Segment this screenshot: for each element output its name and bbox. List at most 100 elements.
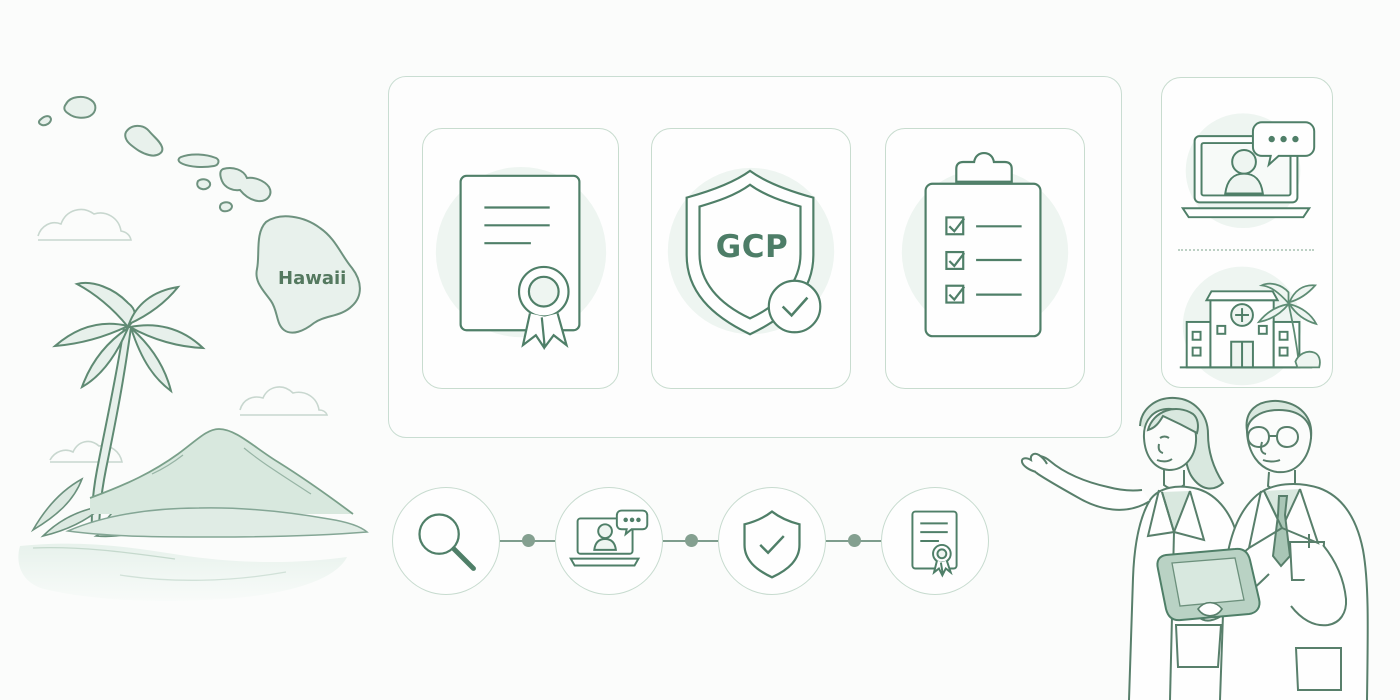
hospital-roof bbox=[1204, 290, 1280, 302]
mini-laptop-base bbox=[569, 557, 641, 567]
process-step-certify[interactable] bbox=[881, 487, 989, 595]
laptop-video-call-icon bbox=[569, 509, 649, 567]
shore-line-2 bbox=[119, 571, 287, 581]
island-oahu bbox=[124, 124, 164, 157]
mini-certificate-seal-inner bbox=[936, 548, 948, 560]
chat-dot-1 bbox=[1268, 135, 1275, 143]
male-face bbox=[1245, 408, 1313, 474]
mini-chat-dot-1 bbox=[623, 517, 628, 523]
certificate-card[interactable] bbox=[422, 128, 619, 389]
mountain-ridge-1 bbox=[151, 454, 184, 475]
magnifying-glass-lens bbox=[418, 513, 460, 555]
male-glasses-right bbox=[1275, 425, 1300, 449]
clipboard-checklist-icon bbox=[924, 151, 1042, 338]
certificate-card-art bbox=[435, 166, 607, 351]
small-palm-frond-3 bbox=[1256, 302, 1291, 324]
certificate-ribbon-right bbox=[540, 313, 569, 350]
map-label-hawaii: Hawaii bbox=[278, 268, 347, 289]
female-mouth bbox=[1156, 458, 1173, 463]
mini-certificate-ribbon-right bbox=[939, 560, 953, 578]
hospital-building-icon bbox=[1179, 290, 1313, 369]
hospital-cross bbox=[1235, 308, 1249, 322]
laptop-base bbox=[1180, 207, 1312, 219]
female-lapel-right bbox=[1173, 490, 1206, 542]
magnifying-glass-handle bbox=[451, 546, 476, 571]
hospital-window-1 bbox=[1191, 330, 1202, 341]
certificate-seal-inner bbox=[527, 275, 560, 308]
mini-shield-check bbox=[759, 535, 785, 555]
shield-check-mark bbox=[781, 296, 809, 318]
female-clinician bbox=[1020, 396, 1244, 700]
cloud-middle bbox=[239, 386, 329, 416]
video-user-body bbox=[1224, 172, 1264, 195]
island-molokai bbox=[177, 153, 220, 169]
water bbox=[18, 543, 348, 601]
hawaii-island-map bbox=[37, 95, 361, 334]
small-bush bbox=[1294, 350, 1321, 369]
male-bottom-pocket bbox=[1294, 647, 1342, 691]
checkmark-3 bbox=[948, 286, 966, 302]
male-tie bbox=[1271, 495, 1292, 568]
female-eye bbox=[1159, 435, 1170, 439]
mini-video-user-body bbox=[593, 538, 617, 551]
small-palm-frond-2 bbox=[1287, 284, 1318, 304]
gcp-badge-text: GCP bbox=[715, 229, 789, 265]
clouds bbox=[37, 208, 329, 463]
shield-inner bbox=[698, 183, 802, 320]
checkmark-1 bbox=[948, 217, 966, 233]
mountain-and-coast bbox=[18, 428, 369, 601]
gcp-shield-card[interactable] bbox=[651, 128, 851, 389]
island-lanai bbox=[196, 178, 212, 191]
male-mouth bbox=[1262, 459, 1281, 463]
male-right-arm bbox=[1290, 544, 1348, 627]
shield-icon bbox=[685, 169, 822, 336]
palm-frond-4 bbox=[127, 324, 206, 350]
process-step-remote-visit[interactable] bbox=[555, 487, 663, 595]
palm-frond-3 bbox=[52, 322, 131, 348]
hospital-right-wing bbox=[1272, 320, 1301, 369]
mountain-outline bbox=[89, 428, 354, 515]
checkbox-1 bbox=[945, 216, 965, 236]
remote-care-divider bbox=[1178, 249, 1314, 251]
mini-chat-bubble bbox=[615, 509, 649, 537]
female-arm-raised bbox=[1030, 454, 1151, 511]
female-hair-front bbox=[1146, 408, 1199, 435]
female-nose bbox=[1157, 443, 1164, 454]
female-lapel-left bbox=[1146, 489, 1176, 538]
female-pocket bbox=[1174, 624, 1223, 668]
mini-chat-dot-3 bbox=[636, 517, 641, 523]
process-step-search[interactable] bbox=[392, 487, 500, 595]
male-nose bbox=[1260, 441, 1267, 455]
laptop-video-call-icon bbox=[1180, 121, 1316, 219]
magnifying-glass-icon bbox=[418, 513, 476, 571]
shield-check-icon bbox=[743, 510, 801, 579]
small-palm-frond-4 bbox=[1287, 302, 1318, 326]
shield-check-badge bbox=[767, 279, 822, 334]
mountain-fill bbox=[90, 429, 353, 514]
island-niihau bbox=[37, 115, 53, 127]
chat-dot-2 bbox=[1280, 135, 1287, 143]
palm-frond-2 bbox=[127, 285, 181, 326]
checkmark-2 bbox=[948, 252, 966, 268]
male-coat bbox=[1219, 483, 1369, 700]
mini-chat-dot-2 bbox=[629, 517, 635, 523]
checklist-card[interactable] bbox=[885, 128, 1085, 389]
female-hand bbox=[1020, 452, 1048, 473]
hospital-window-5 bbox=[1278, 330, 1289, 341]
tablet-screen bbox=[1171, 557, 1245, 607]
male-lapel-left bbox=[1247, 490, 1284, 551]
island-kahoolawe bbox=[218, 201, 234, 213]
process-dot-3 bbox=[848, 534, 861, 547]
coast-land bbox=[65, 507, 369, 538]
hospital-window-3 bbox=[1216, 324, 1227, 335]
process-step-verify[interactable] bbox=[718, 487, 826, 595]
remote-care-panel bbox=[1161, 77, 1333, 388]
mountain-ridge-2 bbox=[243, 447, 312, 495]
process-dot-2 bbox=[685, 534, 698, 547]
tablet-device bbox=[1156, 547, 1261, 622]
checklist-card-art bbox=[901, 151, 1069, 338]
certificate-icon bbox=[459, 174, 581, 351]
